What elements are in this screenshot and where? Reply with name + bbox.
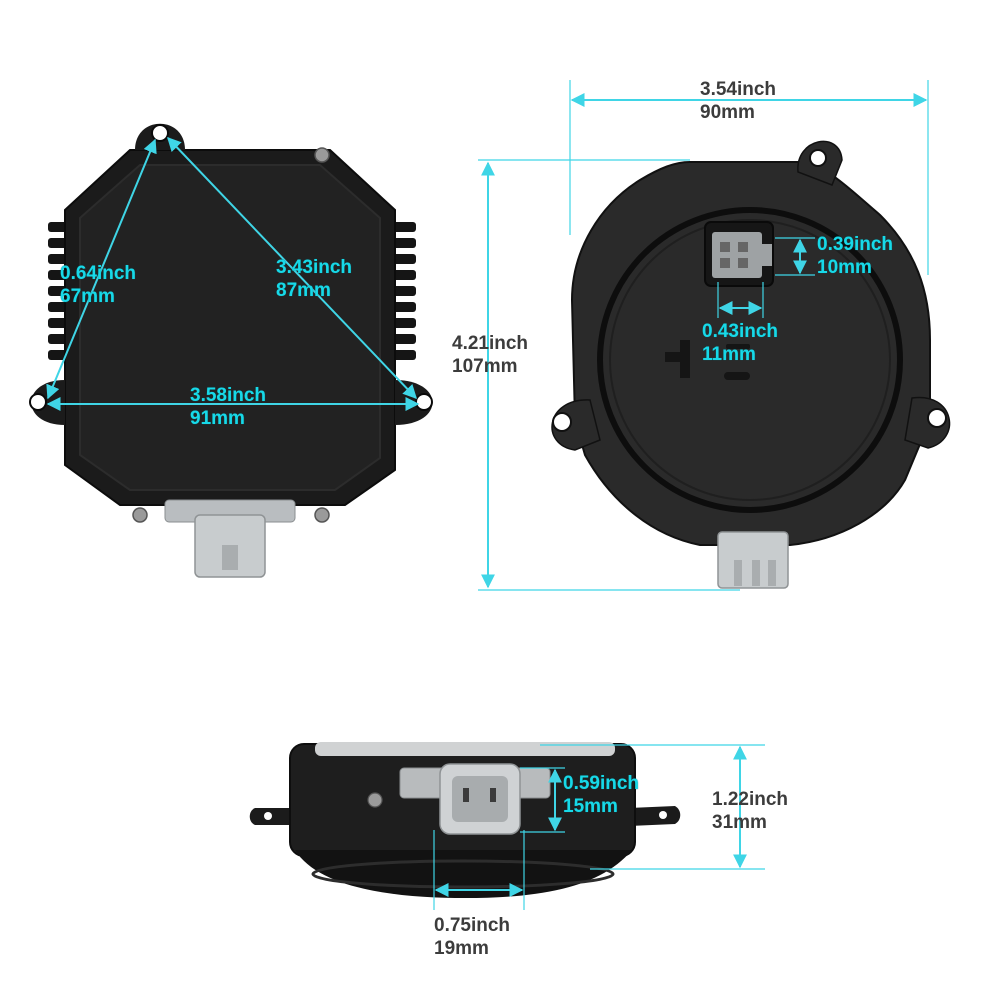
- plug-width-label: 0.75inch 19mm: [434, 914, 510, 960]
- plug-height-inch: 0.59inch: [563, 773, 640, 794]
- dim-line-back-left: [46, 138, 157, 400]
- socket-height-mm: 10mm: [817, 257, 872, 278]
- front-housing: [570, 161, 931, 546]
- socket-width-label: 0.43inch 11mm: [702, 320, 778, 366]
- front-latch: [665, 340, 690, 378]
- front-width-label: 3.54inch 90mm: [700, 78, 776, 124]
- front-socket: [704, 221, 774, 287]
- plug-height-label: 0.59inch 15mm: [563, 772, 639, 818]
- back-diagonal-mm: 87mm: [276, 280, 331, 301]
- side-plug: [399, 763, 551, 835]
- back-width-mm: 91mm: [190, 408, 245, 429]
- back-hole-spacing-inch: 0.64inch: [60, 263, 137, 284]
- socket-height-label: 0.39inch 10mm: [817, 233, 893, 279]
- socket-width-inch: 0.43inch: [702, 321, 779, 342]
- plug-width-inch: 0.75inch: [434, 915, 511, 936]
- front-seal-ring: [597, 207, 903, 513]
- ballast-side-view: [249, 742, 765, 910]
- back-width-label: 3.58inch 91mm: [190, 384, 266, 430]
- back-connector: [164, 499, 296, 578]
- ballast-back-view: [29, 123, 433, 578]
- back-width-inch: 3.58inch: [190, 385, 267, 406]
- side-depth-mm: 31mm: [712, 812, 767, 833]
- front-width-mm: 90mm: [700, 102, 755, 123]
- front-width-inch: 3.54inch: [700, 79, 777, 100]
- front-height-mm: 107mm: [452, 356, 518, 377]
- back-hole-spacing-label: 0.64inch 67mm: [60, 262, 136, 308]
- back-hole-spacing-mm: 67mm: [60, 286, 115, 307]
- ballast-front-view: [478, 80, 951, 591]
- back-diagonal-inch: 3.43inch: [276, 257, 353, 278]
- side-depth-inch: 1.22inch: [712, 789, 789, 810]
- side-depth-label: 1.22inch 31mm: [712, 788, 788, 834]
- plug-height-mm: 15mm: [563, 796, 618, 817]
- socket-height-inch: 0.39inch: [817, 234, 894, 255]
- plug-width-mm: 19mm: [434, 938, 489, 959]
- front-height-label: 4.21inch 107mm: [452, 332, 528, 378]
- dim-line-back-diagonal: [167, 136, 417, 400]
- side-flange: [249, 808, 296, 825]
- back-diagonal-label: 3.43inch 87mm: [276, 256, 352, 302]
- front-height-inch: 4.21inch: [452, 333, 529, 354]
- socket-width-mm: 11mm: [702, 344, 756, 365]
- front-connector: [717, 531, 789, 589]
